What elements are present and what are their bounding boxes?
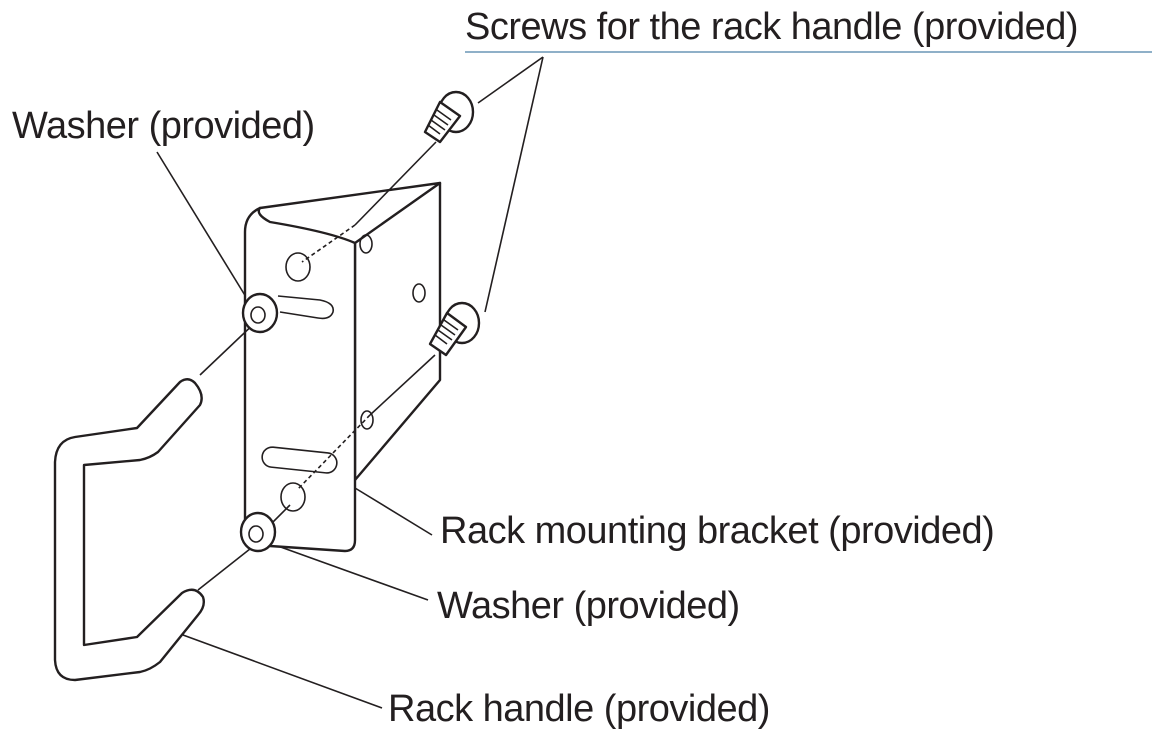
leader-washer-top [156, 151, 247, 298]
washer-bottom [239, 511, 277, 553]
bracket-side-flange [353, 181, 442, 482]
screw-bottom [428, 301, 481, 357]
bracket-hole-bottom [280, 482, 306, 512]
axis-washer-bottom [197, 544, 256, 591]
bracket-top-edge [258, 181, 442, 210]
rack-handle [53, 378, 206, 682]
screw-bottom-thread-lines [434, 319, 459, 345]
flange-hole-1 [359, 234, 373, 254]
axis-bottom-dashed [296, 414, 371, 491]
label-screws: Screws for the rack handle (provided) [465, 6, 1079, 48]
screw-top [423, 90, 475, 144]
flange-hole-3 [360, 410, 374, 430]
flange-hole-2 [412, 283, 426, 303]
axis-bottom-solid [369, 354, 436, 416]
washer-bottom-inner [248, 525, 264, 543]
leader-washer-bottom [274, 544, 429, 601]
washer-top-inner [250, 306, 266, 324]
washer-top-outer [241, 292, 279, 334]
screw-bottom-thread [428, 311, 468, 357]
washer-top [241, 292, 279, 334]
label-handle: Rack handle (provided) [388, 688, 770, 730]
axis-top-solid [354, 141, 437, 226]
washer-bottom-outer [239, 511, 277, 553]
bracket-slot-top [277, 295, 335, 320]
rack-mounting-bracket [243, 181, 442, 553]
leader-lines [156, 56, 544, 709]
label-washer-top: Washer (provided) [12, 105, 315, 147]
screw-top-thread-lines [427, 109, 452, 135]
leader-screw-bottom [484, 56, 544, 313]
leader-bracket [354, 487, 433, 536]
label-bracket: Rack mounting bracket (provided) [440, 510, 995, 552]
bracket-slot-bottom [261, 446, 338, 474]
bracket-front-plate [243, 206, 357, 553]
leader-screw-top [477, 56, 544, 104]
screw-axes [197, 141, 437, 591]
bracket-hole-top [285, 252, 311, 282]
label-washer-bottom: Washer (provided) [437, 585, 740, 627]
axis-top-dashed [301, 224, 356, 263]
leader-handle [182, 634, 383, 709]
